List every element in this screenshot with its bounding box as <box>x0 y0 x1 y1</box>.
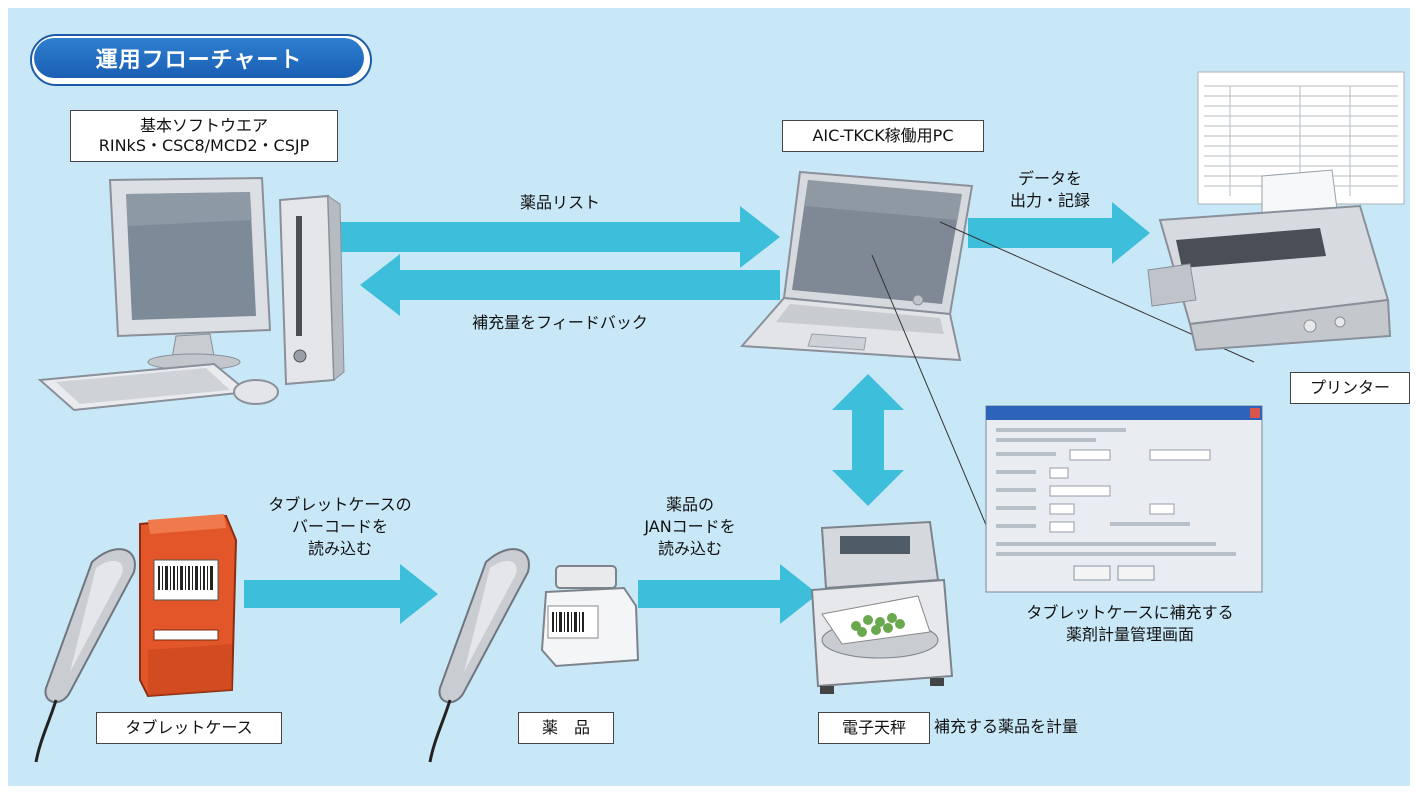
weighing-management-screen <box>985 405 1263 593</box>
arrow-pc-scale <box>832 374 904 506</box>
label-pc: AIC-TKCK稼働用PC <box>782 120 984 152</box>
arrow-medicine-scale <box>638 564 818 624</box>
flow-arrows <box>244 202 1150 624</box>
label-printer: プリンター <box>1290 372 1410 404</box>
laptop-icon <box>739 170 974 362</box>
arrow-label-read-case-barcode: タブレットケースの バーコードを 読み込む <box>268 495 412 558</box>
electronic-scale-icon <box>810 520 954 694</box>
caption-screen: タブレットケースに補充する 薬剤計量管理画面 <box>1026 603 1234 644</box>
label-base-software: 基本ソフトウエア RINkS・CSC8/MCD2・CSJP <box>70 110 338 162</box>
page-title: 運用フローチャート <box>34 38 364 78</box>
arrow-label-data-output: データを 出力・記録 <box>1009 169 1090 210</box>
printer-icon <box>1147 169 1392 352</box>
barcode-scanner-icon-1 <box>34 548 136 763</box>
arrow-feedback <box>360 254 780 316</box>
tablet-case-icon <box>139 514 238 698</box>
label-scale: 電子天秤 <box>818 712 930 744</box>
desktop-computer-icon <box>37 176 345 412</box>
label-tablet-case: タブレットケース <box>96 712 282 744</box>
barcode-scanner-icon-2 <box>428 548 530 763</box>
arrow-label-read-jan-code: 薬品の JANコードを 読み込む <box>644 495 736 558</box>
medicine-bottle-icon <box>540 565 640 668</box>
arrow-label-drug-list: 薬品リスト <box>519 193 600 212</box>
arrow-to-printer <box>968 202 1150 264</box>
arrow-drug-list <box>340 206 780 268</box>
caption-weigh: 補充する薬品を計量 <box>934 717 1079 736</box>
label-medicine: 薬 品 <box>518 712 614 744</box>
arrow-label-feedback: 補充量をフィードバック <box>472 313 648 332</box>
arrow-case-scan <box>244 564 438 624</box>
